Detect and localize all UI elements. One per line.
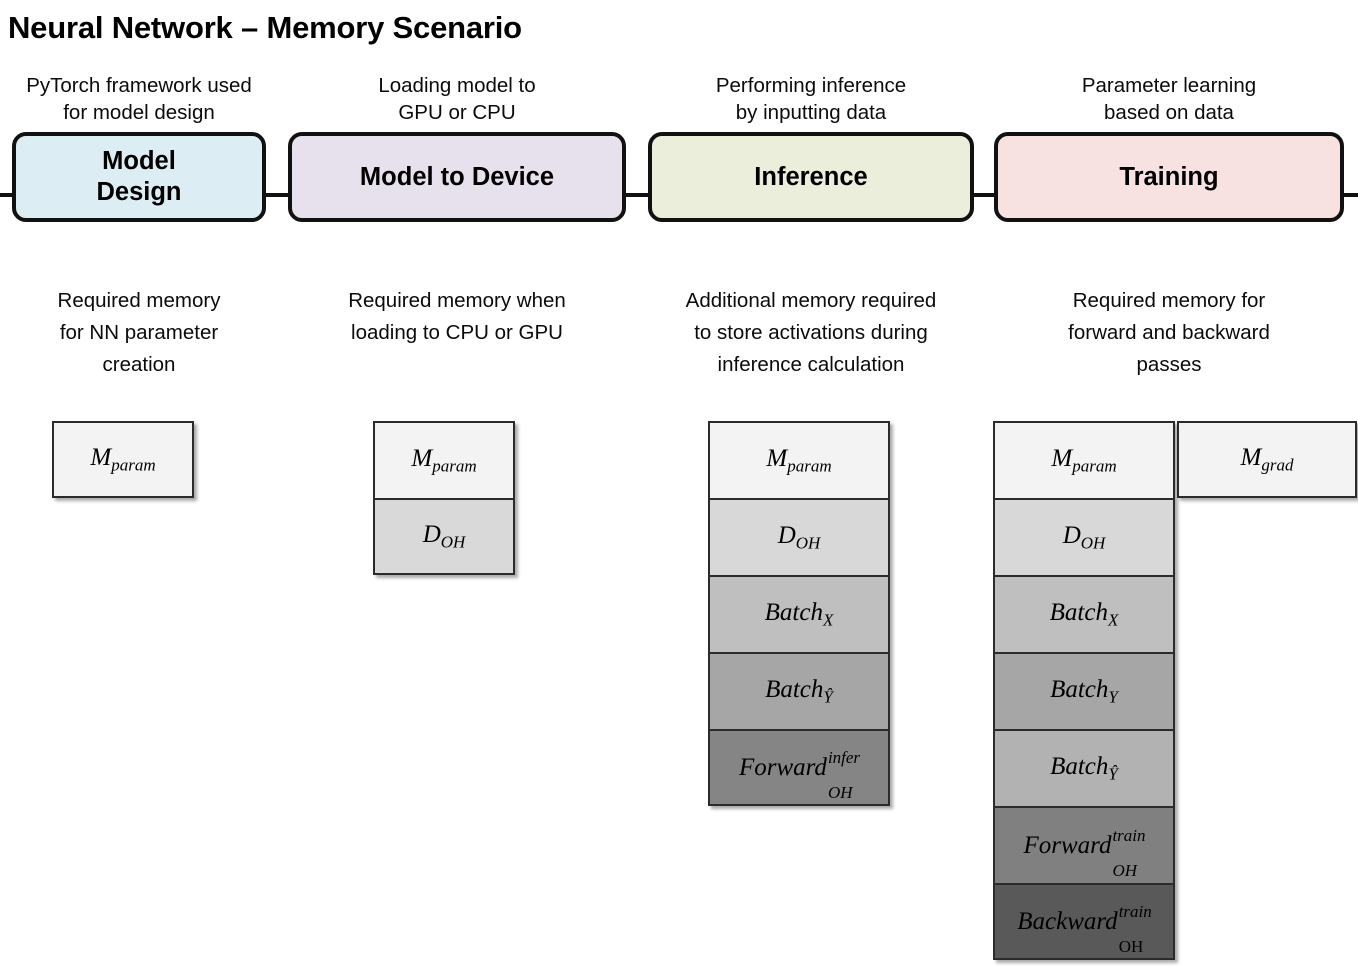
memory-block-label: Mgrad: [1240, 444, 1294, 475]
memory-block-label: Mparam: [1051, 445, 1117, 476]
memory-block: ForwardtrainOHtrain: [993, 806, 1175, 883]
memory-block: BatchY: [993, 652, 1175, 729]
memory-block-label: DOH: [422, 521, 466, 552]
stage-label-inference: Inference: [754, 162, 868, 191]
memory-block: Mparam: [708, 421, 890, 498]
memory-block: BackwardtrainOHtrain: [993, 883, 1175, 960]
memory-block-label: ForwardtrainOHtrain: [1023, 826, 1146, 880]
memory-stack-model-design: Mparam: [52, 421, 194, 498]
memory-block: Mparam: [373, 421, 515, 498]
memory-block-label: DOH: [777, 522, 821, 553]
page-title: Neural Network – Memory Scenario: [8, 10, 522, 45]
memory-block: ForwardinferOHinfer: [708, 729, 890, 806]
memory-block-label: Mparam: [90, 444, 156, 475]
memory-block-label: Mparam: [766, 445, 832, 476]
stage-box-inference[interactable]: Inference: [648, 132, 974, 222]
stage-label-model-to-device: Model to Device: [359, 162, 555, 191]
memory-block-label: BatchY: [1050, 676, 1118, 707]
stage-box-model-to-device[interactable]: Model to Device: [288, 132, 626, 222]
memory-block-label: ForwardinferOHinfer: [738, 748, 861, 802]
memory-block-label: DOH: [1062, 522, 1106, 553]
memory-block: BatchX: [708, 575, 890, 652]
connector-3-4: [974, 193, 994, 197]
memory-stack-training-grad: Mgrad: [1177, 421, 1357, 498]
memory-block-label: Mparam: [411, 445, 477, 476]
memory-block: BatchŶ: [708, 652, 890, 729]
stage-box-training[interactable]: Training: [994, 132, 1344, 222]
memory-block: DOH: [708, 498, 890, 575]
memory-block: Mgrad: [1177, 421, 1357, 498]
connector-2-3: [626, 193, 648, 197]
memory-block-label: BatchX: [1049, 599, 1119, 630]
connector-right-edge: [1344, 193, 1358, 197]
memory-block: DOH: [993, 498, 1175, 575]
memory-block-label: BatchŶ: [765, 676, 833, 707]
stage-label-training: Training: [1119, 162, 1219, 191]
connector-left-edge: [0, 193, 14, 197]
memory-block-label: BackwardtrainOHtrain: [1017, 902, 1152, 956]
memory-block-label: BatchX: [764, 599, 834, 630]
memory-block: Mparam: [993, 421, 1175, 498]
memory-block: DOH: [373, 498, 515, 575]
memory-block: BatchŶ: [993, 729, 1175, 806]
memory-block-label: BatchŶ: [1050, 753, 1118, 784]
memory-block: BatchX: [993, 575, 1175, 652]
connector-1-2: [266, 193, 288, 197]
memory-block: Mparam: [52, 421, 194, 498]
